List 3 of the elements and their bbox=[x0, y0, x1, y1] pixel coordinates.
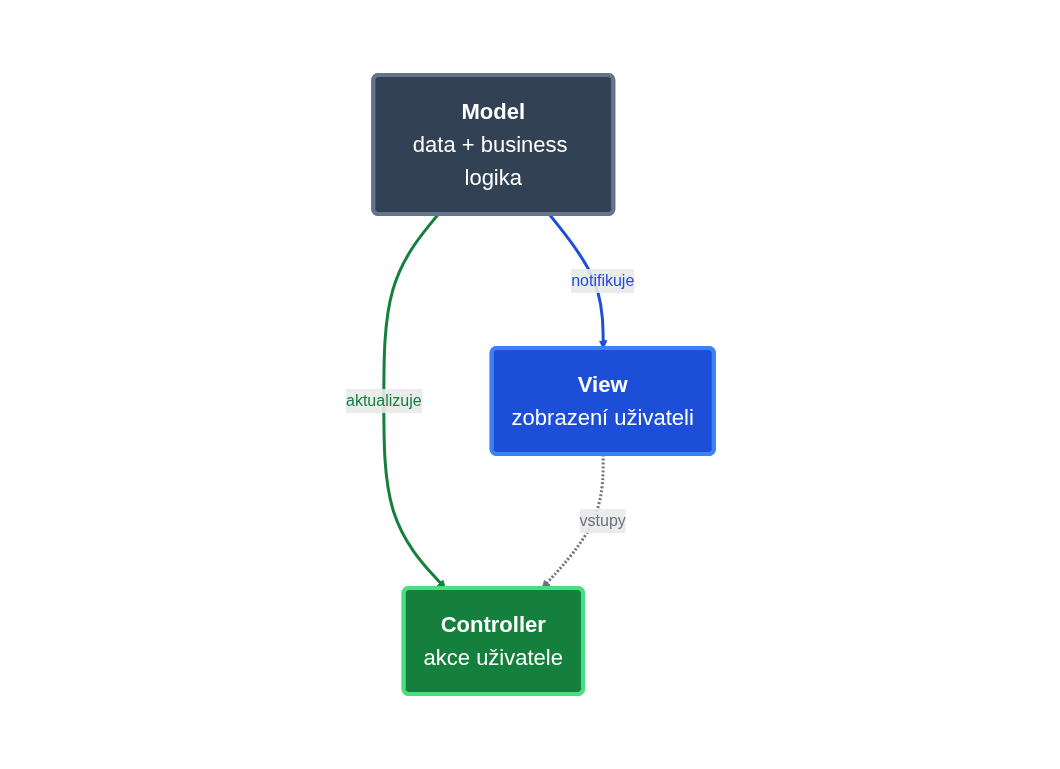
edge-label: vstupy bbox=[579, 512, 626, 529]
edge-label: notifikuje bbox=[571, 272, 635, 289]
edge-label: aktualizuje bbox=[346, 392, 422, 409]
